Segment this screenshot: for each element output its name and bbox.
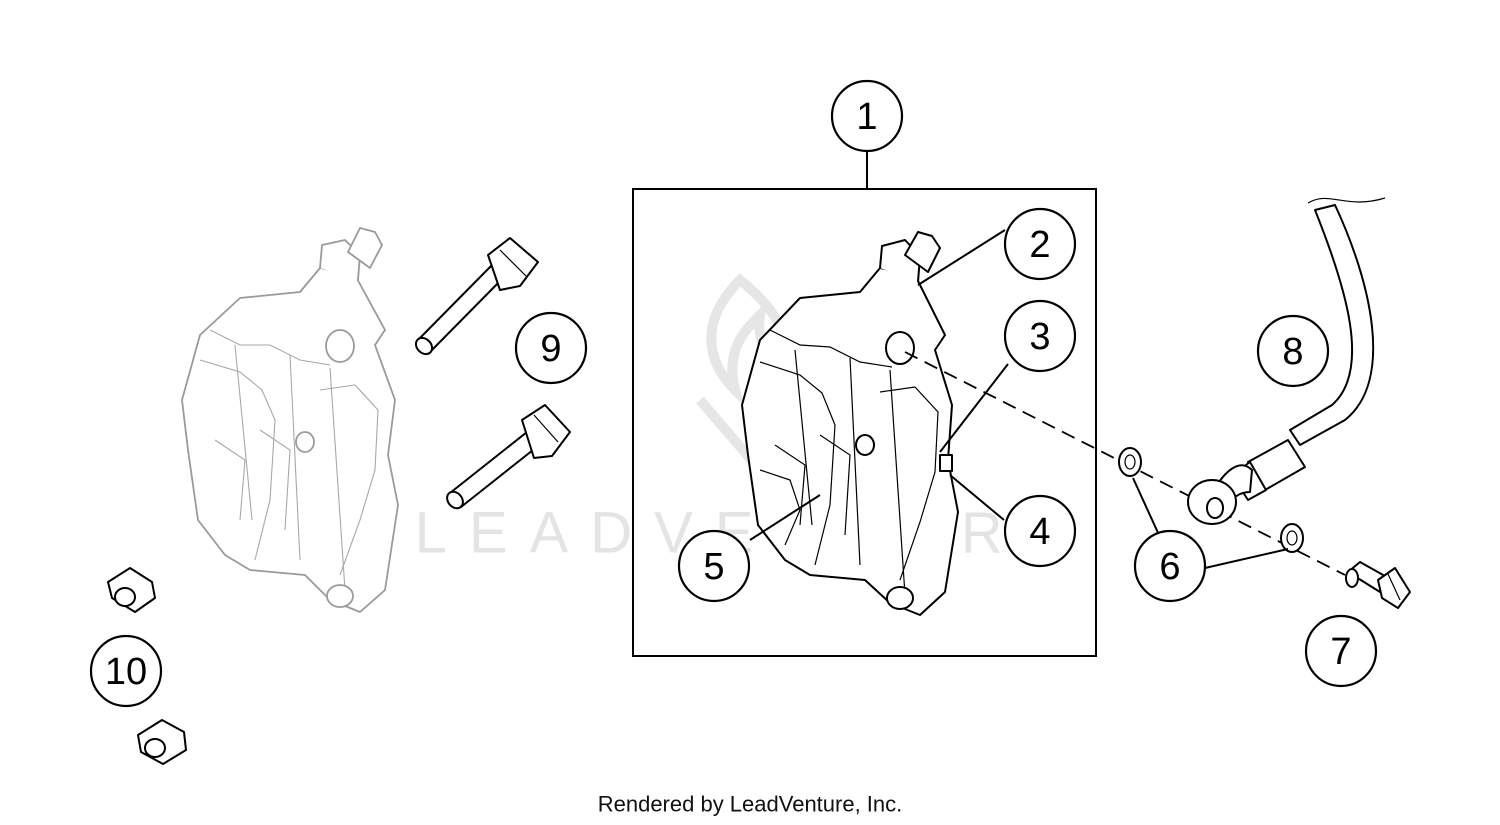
leader-lines [749, 229, 1289, 569]
callout-2-label: 2 [1029, 224, 1050, 266]
callout-9: 9 [514, 311, 588, 385]
callout-6-label: 6 [1159, 546, 1180, 588]
callout-10-label: 10 [105, 651, 147, 693]
callout-3: 3 [1003, 299, 1077, 373]
footer-credit: Rendered by LeadVenture, Inc. [598, 792, 903, 817]
seal-ring-2 [1280, 523, 1304, 553]
brake-line [1187, 197, 1386, 525]
caliper-ghost [181, 227, 399, 613]
callout-5-label: 5 [703, 546, 724, 588]
callout-8: 8 [1256, 314, 1330, 388]
callout-8-label: 8 [1282, 331, 1303, 373]
bushing-upper [107, 567, 156, 613]
callout-4-label: 4 [1029, 511, 1050, 553]
seal-ring-1 [1118, 447, 1142, 477]
callout-1: 1 [830, 79, 904, 153]
callout-3-label: 3 [1029, 316, 1050, 358]
callout-4: 4 [1003, 494, 1077, 568]
watermark-text: LEADVENTURE [415, 501, 1086, 566]
callout-1-label: 1 [856, 96, 877, 138]
caliper-main [741, 231, 959, 616]
callout-2: 2 [1003, 207, 1077, 281]
callout-7-label: 7 [1330, 631, 1351, 673]
bushing-lower [137, 719, 187, 765]
callout-6: 6 [1133, 529, 1207, 603]
banjo-bolt [1345, 561, 1411, 609]
callout-5: 5 [677, 529, 751, 603]
assembly-box [632, 188, 1097, 657]
bolt-upper [414, 237, 539, 356]
callout-9-label: 9 [540, 328, 561, 370]
bolt-lower [446, 404, 571, 510]
callout-10: 10 [89, 634, 163, 708]
callout-7: 7 [1304, 614, 1378, 688]
